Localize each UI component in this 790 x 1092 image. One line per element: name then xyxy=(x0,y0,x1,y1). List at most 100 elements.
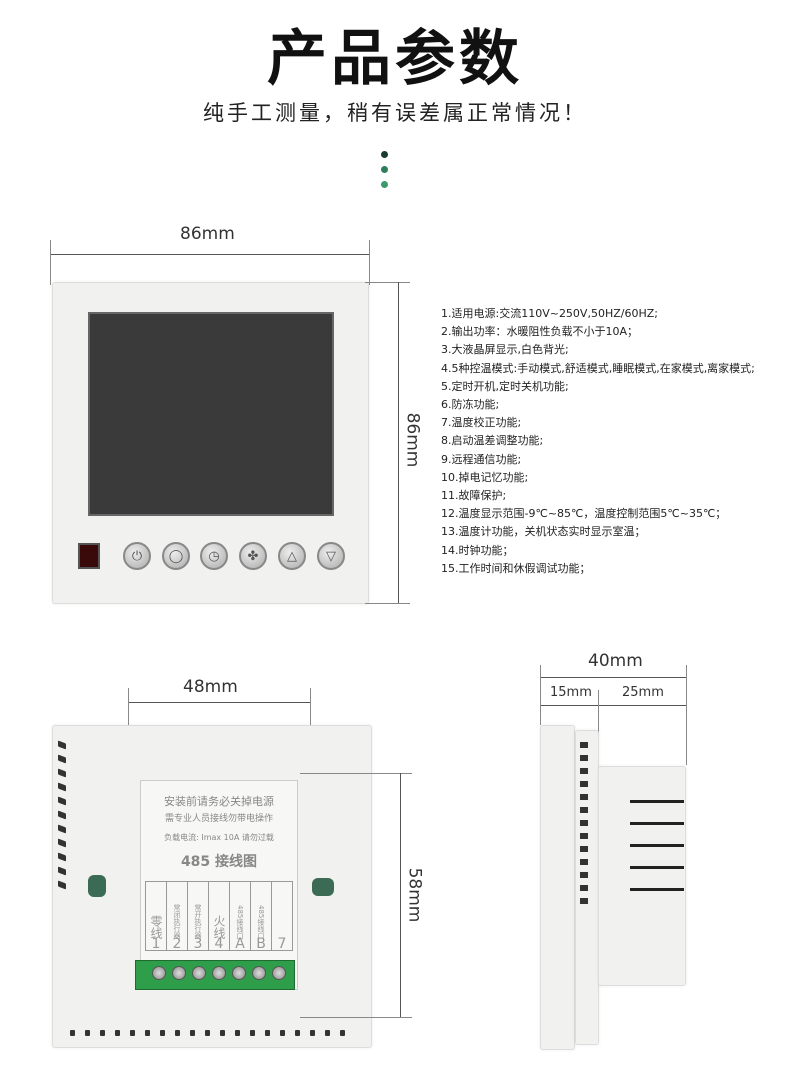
terminal-screw xyxy=(212,966,226,980)
terminal-name: 常开执行器 xyxy=(194,904,202,939)
spec-item: 6.防冻功能; xyxy=(441,398,500,412)
vent-hole xyxy=(580,755,588,761)
vent-hole xyxy=(220,1030,225,1036)
down-arrow-icon: ▽ xyxy=(326,548,336,564)
vent-hole xyxy=(580,794,588,800)
decor-dot xyxy=(381,166,388,173)
side-back-label: 25mm xyxy=(622,685,664,700)
lcd-screen xyxy=(88,312,334,516)
power-icon: ⏻ xyxy=(131,548,143,564)
fan-icon: ✤ xyxy=(247,548,259,564)
down-arrow-button[interactable]: ▽ xyxy=(317,542,345,570)
vent-hole xyxy=(235,1030,240,1036)
terminal-number: B xyxy=(256,936,266,952)
vent-hole xyxy=(85,1030,90,1036)
spec-item: 4.5种控温模式:手动模式,舒适模式,睡眠模式,在家模式,离家模式; xyxy=(441,361,755,375)
front-height-label: 86mm xyxy=(402,412,423,468)
spec-item: 1.适用电源:交流110V~250V,50HZ/60HZ; xyxy=(441,307,658,320)
decor-dot xyxy=(381,181,388,188)
vent-hole xyxy=(265,1030,270,1036)
terminal-name: 零线 xyxy=(149,915,163,939)
terminal-screw xyxy=(152,966,166,980)
terminal-number: 7 xyxy=(277,936,287,952)
spec-item: 8.启动温差调整功能; xyxy=(441,434,544,448)
vent-hole xyxy=(295,1030,300,1036)
vent-hole xyxy=(130,1030,135,1036)
terminal-number: 4 xyxy=(214,936,224,952)
terminal-screw xyxy=(272,966,286,980)
vent-hole xyxy=(580,781,588,787)
terminal-name: 常闭执行器 xyxy=(173,904,181,939)
page-subtitle: 纯手工测量，稍有误差属正常情况！ xyxy=(203,101,587,125)
clock-button[interactable]: ◷ xyxy=(200,542,228,570)
vent-hole xyxy=(250,1030,255,1036)
terminal-number: A xyxy=(235,936,245,952)
power-button[interactable]: ⏻ xyxy=(123,542,151,570)
up-arrow-icon: △ xyxy=(287,548,297,564)
sticker-warning-2: 需专业人员接线勿带电操作 xyxy=(164,814,273,824)
spec-item: 10.掉电记忆功能; xyxy=(441,470,529,484)
mount-clip xyxy=(88,875,106,897)
dimension-tick xyxy=(365,282,410,283)
spec-item: 2.输出功率：水暖阻性负载不小于10A； xyxy=(441,325,639,339)
side-back-box xyxy=(598,766,686,986)
vent-hole xyxy=(580,885,588,891)
back-height-dimension-line xyxy=(400,773,401,1017)
spec-item: 9.远程通信功能; xyxy=(441,452,522,466)
back-height-label: 58mm xyxy=(404,867,425,923)
side-total-dimension-line xyxy=(540,677,686,678)
page-title: 产品参数 xyxy=(267,24,523,94)
dimension-tick xyxy=(300,1017,412,1018)
dimension-tick xyxy=(686,665,687,765)
mount-clip xyxy=(312,878,334,896)
vent-slot xyxy=(630,822,684,825)
dimension-tick xyxy=(598,690,599,765)
terminal-screw xyxy=(172,966,186,980)
spec-item: 12.温度显示范围-9℃~85℃，温度控制范围5℃~35℃； xyxy=(441,507,727,521)
vent-hole xyxy=(325,1030,330,1036)
spec-item: 14.时钟功能； xyxy=(441,543,514,557)
spec-item: 3.大液晶屏显示,白色背光; xyxy=(441,343,569,357)
front-width-label: 86mm xyxy=(180,224,235,244)
vent-hole xyxy=(115,1030,120,1036)
vent-hole xyxy=(310,1030,315,1036)
wiring-sticker: 安装前请务必关掉电源 需专业人员接线勿带电操作 负载电流: Imax 10A 请… xyxy=(140,780,298,990)
fan-button[interactable]: ✤ xyxy=(239,542,267,570)
front-height-dimension-line xyxy=(398,282,399,603)
vent-slot xyxy=(630,800,684,803)
vent-hole xyxy=(280,1030,285,1036)
terminal-screw xyxy=(252,966,266,980)
vent-hole xyxy=(145,1030,150,1036)
spec-item: 15.工作时间和休假调试功能； xyxy=(441,561,591,575)
mode-button[interactable]: ◯ xyxy=(162,542,190,570)
clock-icon: ◷ xyxy=(208,548,220,564)
decor-dot xyxy=(381,151,388,158)
side-front-plate xyxy=(540,725,575,1050)
sticker-diagram-title: 485 接线图 xyxy=(180,854,258,870)
vent-hole xyxy=(340,1030,345,1036)
spec-item: 7.温度校正功能; xyxy=(441,416,522,430)
vent-hole xyxy=(580,833,588,839)
terminal-screw xyxy=(192,966,206,980)
side-total-label: 40mm xyxy=(588,651,643,671)
vent-hole xyxy=(580,859,588,865)
vent-slot xyxy=(630,844,684,847)
indicator-light xyxy=(78,543,100,569)
dimension-tick xyxy=(300,773,412,774)
spec-item: 13.温度计功能，关机状态实时显示室温； xyxy=(441,525,646,539)
vent-hole xyxy=(100,1030,105,1036)
side-depth-dimension-line xyxy=(540,705,686,706)
mode-icon: ◯ xyxy=(168,548,184,564)
vent-hole xyxy=(580,768,588,774)
back-width-label: 48mm xyxy=(183,677,238,697)
vent-hole xyxy=(160,1030,165,1036)
terminal-number: 1 xyxy=(151,936,161,952)
spec-item: 11.故障保护; xyxy=(441,489,507,503)
vent-hole xyxy=(190,1030,195,1036)
terminal-screw xyxy=(232,966,246,980)
up-arrow-button[interactable]: △ xyxy=(278,542,306,570)
